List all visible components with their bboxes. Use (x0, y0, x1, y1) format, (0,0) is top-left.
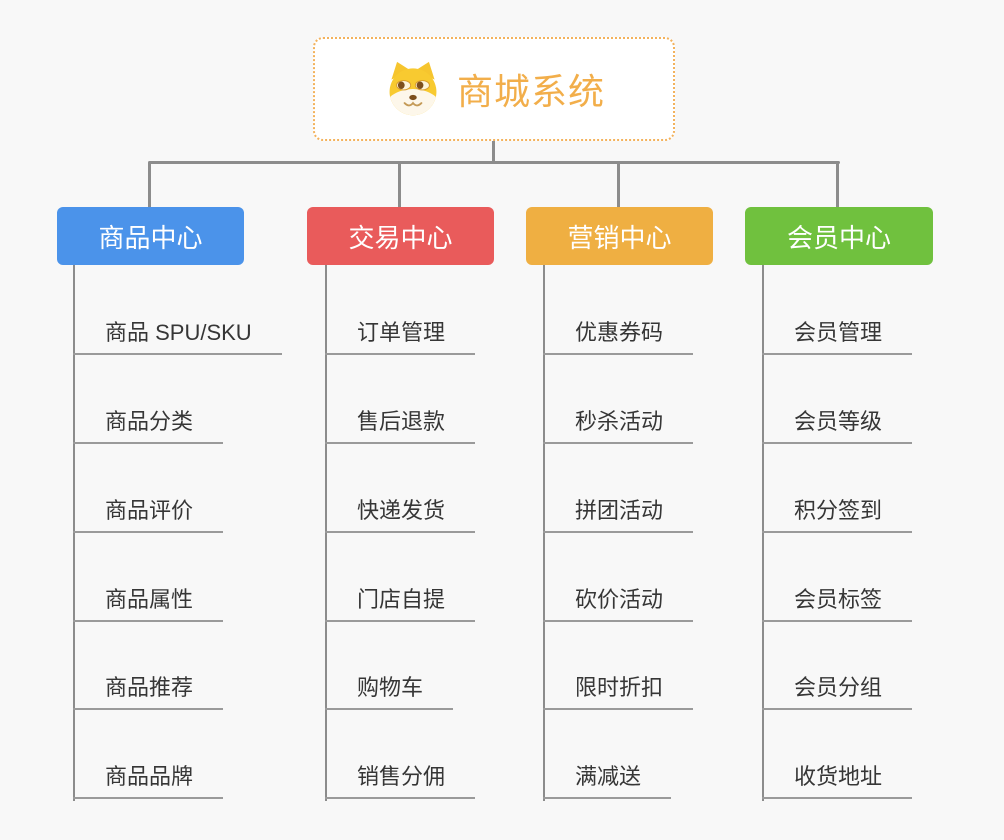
leaf-node[interactable]: 收货地址 (762, 757, 913, 799)
leaf-node[interactable]: 快递发货 (325, 491, 476, 533)
leaf-node[interactable]: 会员等级 (762, 402, 913, 444)
connector-drop (398, 163, 401, 207)
leaf-node[interactable]: 售后退款 (325, 402, 476, 444)
branch-header-trade[interactable]: 交易中心 (307, 207, 494, 265)
leaf-node[interactable]: 商品品牌 (73, 757, 224, 799)
leaf-node[interactable]: 积分签到 (762, 491, 913, 533)
leaf-node[interactable]: 商品 SPU/SKU (73, 313, 282, 355)
branch-children-marketing: 优惠券码 秒杀活动 拼团活动 砍价活动 限时折扣 满减送 (543, 265, 694, 801)
leaf-node[interactable]: 限时折扣 (543, 668, 694, 710)
root-node[interactable]: 商城系统 (313, 37, 675, 141)
leaf-node[interactable]: 会员标签 (762, 580, 913, 622)
connector-drop (148, 163, 151, 207)
leaf-node[interactable]: 会员管理 (762, 313, 913, 355)
branch-children-product: 商品 SPU/SKU 商品分类 商品评价 商品属性 商品推荐 商品品牌 (73, 265, 282, 801)
leaf-node[interactable]: 优惠券码 (543, 313, 694, 355)
leaf-node[interactable]: 订单管理 (325, 313, 476, 355)
branch-children-member: 会员管理 会员等级 积分签到 会员标签 会员分组 收货地址 (762, 265, 913, 801)
connector-drop (617, 163, 620, 207)
leaf-node[interactable]: 拼团活动 (543, 491, 694, 533)
leaf-node[interactable]: 购物车 (325, 668, 454, 710)
leaf-node[interactable]: 商品推荐 (73, 668, 224, 710)
leaf-node[interactable]: 商品分类 (73, 402, 224, 444)
leaf-node[interactable]: 满减送 (543, 757, 672, 799)
branch-header-product[interactable]: 商品中心 (57, 207, 244, 265)
branch-header-marketing[interactable]: 营销中心 (526, 207, 713, 265)
leaf-node[interactable]: 秒杀活动 (543, 402, 694, 444)
leaf-node[interactable]: 商品评价 (73, 491, 224, 533)
leaf-node[interactable]: 砍价活动 (543, 580, 694, 622)
root-title: 商城系统 (456, 71, 605, 112)
branch-children-trade: 订单管理 售后退款 快递发货 门店自提 购物车 销售分佣 (325, 265, 476, 801)
connector-bus (148, 161, 840, 164)
leaf-node[interactable]: 会员分组 (762, 668, 913, 710)
branch-header-member[interactable]: 会员中心 (745, 207, 933, 265)
connector-root-stub (492, 141, 495, 162)
doge-icon (389, 61, 437, 116)
connector-drop (836, 163, 839, 207)
leaf-node[interactable]: 商品属性 (73, 580, 224, 622)
leaf-node[interactable]: 销售分佣 (325, 757, 476, 799)
leaf-node[interactable]: 门店自提 (325, 580, 476, 622)
